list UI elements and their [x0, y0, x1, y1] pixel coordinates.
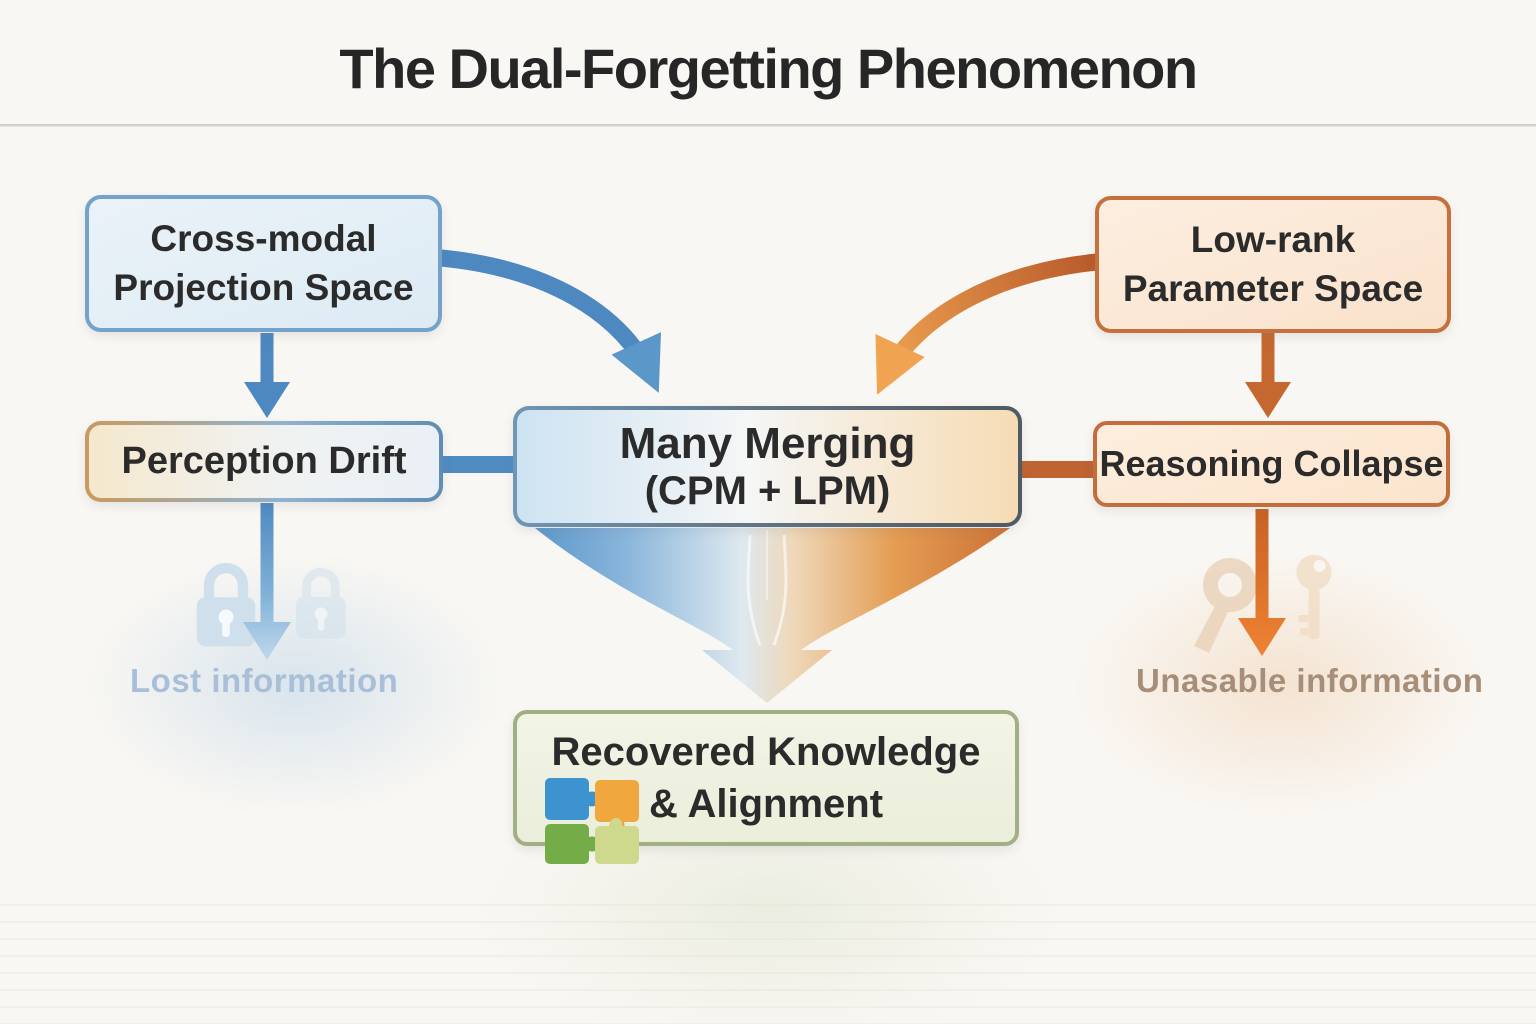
arrow-crossmodal-to-merging	[440, 249, 661, 393]
funnel-merging-to-recovered	[535, 528, 1010, 703]
page-title: The Dual-Forgetting Phenomenon	[339, 37, 1198, 100]
connector-merging-to-reasoning	[1020, 461, 1095, 478]
bottom-texture	[0, 904, 1536, 1024]
node-perception-drift: Perception Drift	[85, 421, 443, 502]
node-label-line: Projection Space	[113, 266, 414, 308]
puzzle-icon	[545, 778, 639, 864]
title-divider	[0, 124, 1536, 127]
node-cross-modal-projection-space: Cross-modal Projection Space	[85, 195, 442, 332]
node-label-line: (CPM + LPM)	[644, 468, 891, 513]
node-low-rank-parameter-space: Low-rank Parameter Space	[1095, 196, 1451, 333]
lost-information-label: Lost information	[130, 662, 399, 699]
arrow-crossmodal-to-perception	[244, 333, 290, 418]
node-label: Reasoning Collapse	[1099, 443, 1444, 484]
arrow-lowrank-to-merging	[875, 253, 1098, 395]
node-many-merging: Many Merging (CPM + LPM)	[513, 406, 1022, 527]
arrow-lowrank-to-reasoning	[1245, 333, 1291, 418]
connector-perception-to-merging	[441, 456, 515, 473]
node-reasoning-collapse: Reasoning Collapse	[1093, 421, 1450, 507]
node-label-line: Parameter Space	[1122, 267, 1424, 309]
node-label-line: & Alignment	[648, 782, 884, 826]
key-icon	[1296, 554, 1332, 640]
lost-info-glow	[80, 550, 510, 820]
node-label-line: Cross-modal	[150, 218, 377, 260]
funnel-highlight	[772, 534, 788, 646]
lock-icon	[296, 567, 346, 639]
node-label-line: Recovered Knowledge	[551, 730, 981, 774]
node-label-line: Many Merging	[619, 419, 916, 469]
lock-icon	[196, 562, 256, 647]
funnel-highlight	[746, 534, 762, 646]
unusable-information-label: Unasable information	[1136, 662, 1484, 699]
key-icon	[1194, 558, 1257, 653]
node-recovered-knowledge: Recovered Knowledge & Alignment	[513, 710, 1019, 846]
node-label-line: Low-rank	[1190, 219, 1356, 261]
node-label: Perception Drift	[121, 440, 407, 482]
